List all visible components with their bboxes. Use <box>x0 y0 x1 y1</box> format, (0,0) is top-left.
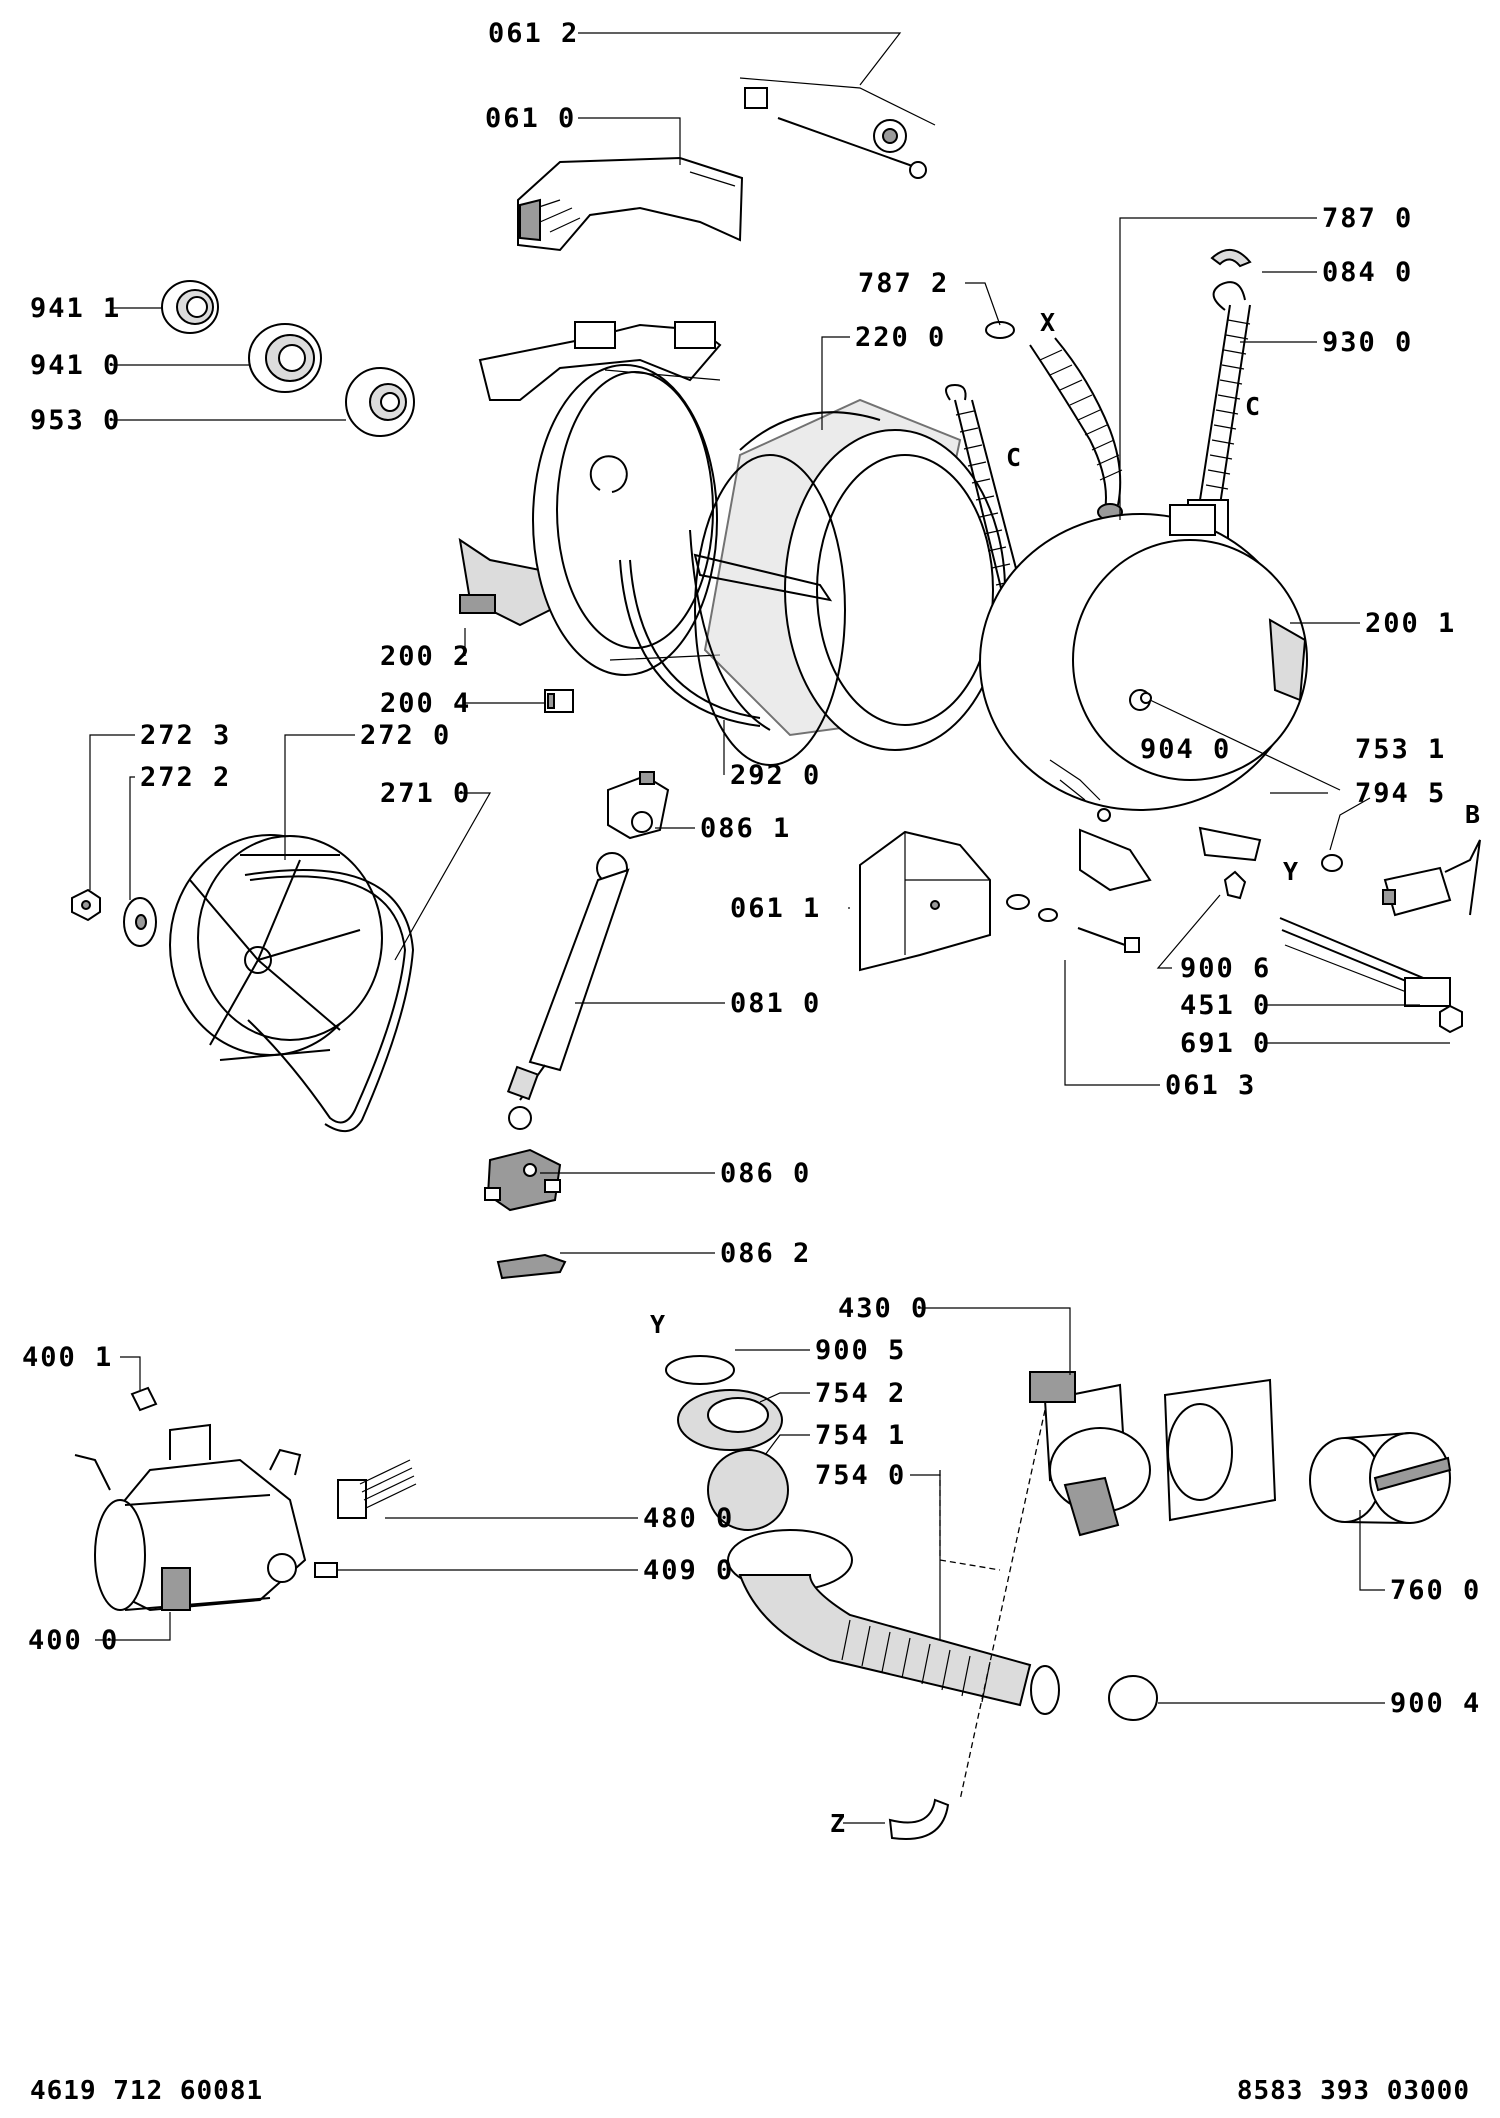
part-rear-tub-half <box>458 321 722 627</box>
part-shaft-seal <box>345 367 415 437</box>
part-drive-belt <box>244 869 415 1132</box>
part-front-tub-half <box>979 504 1308 892</box>
marker-x: X <box>1040 308 1057 337</box>
label-061-1: 061 1 <box>730 893 821 924</box>
label-930-0: 930 0 <box>1322 327 1413 358</box>
marker-c-right: C <box>1245 392 1262 421</box>
label-220-0: 220 0 <box>855 322 946 353</box>
label-200-4: 200 4 <box>380 688 471 719</box>
label-753-1: 753 1 <box>1355 734 1446 765</box>
part-small-block <box>544 689 574 713</box>
part-damper-mount-top <box>607 771 670 840</box>
part-bearing-small <box>161 280 219 334</box>
label-292-0: 292 0 <box>730 760 821 791</box>
label-084-0: 084 0 <box>1322 257 1413 288</box>
part-pump-filter <box>1309 1432 1452 1524</box>
footer-doc-code-right: 8583 393 03000 <box>1236 2076 1470 2106</box>
marker-b: B <box>1465 800 1482 829</box>
part-small-grommet <box>1321 854 1343 872</box>
label-409-0: 409 0 <box>643 1555 734 1586</box>
label-754-2: 754 2 <box>815 1378 906 1409</box>
part-ball-valve <box>707 1449 789 1531</box>
part-bracket-clip-rod <box>739 77 936 179</box>
label-272-3: 272 3 <box>140 720 231 751</box>
assembly-axis-line <box>939 1470 1001 1571</box>
label-200-1: 200 1 <box>1365 608 1456 639</box>
label-787-2: 787 2 <box>858 268 949 299</box>
label-754-1: 754 1 <box>815 1420 906 1451</box>
label-061-2: 061 2 <box>488 18 579 49</box>
part-motor-brushes <box>337 1459 417 1519</box>
label-941-1: 941 1 <box>30 293 121 324</box>
label-691-0: 691 0 <box>1180 1028 1271 1059</box>
label-953-0: 953 0 <box>30 405 121 436</box>
marker-y-upper: Y <box>1283 857 1300 886</box>
part-motor-terminal <box>314 1562 338 1578</box>
part-bearing-large <box>248 323 322 393</box>
label-086-2: 086 2 <box>720 1238 811 1269</box>
part-drum-pulley <box>169 834 383 1061</box>
part-front-counterweight <box>859 830 991 972</box>
part-spring-clip <box>1210 249 1252 268</box>
part-sump-hose <box>727 1529 1060 1715</box>
label-272-2: 272 2 <box>140 762 231 793</box>
detail-markers: X C C Y B Y Z <box>650 308 1482 1838</box>
label-760-0: 760 0 <box>1390 1575 1481 1606</box>
part-mounting-screw-set <box>1006 894 1140 953</box>
label-904-0: 904 0 <box>1140 734 1231 765</box>
part-pulley-nut <box>71 888 101 922</box>
label-451-0: 451 0 <box>1180 990 1271 1021</box>
part-connector-b <box>1382 839 1481 917</box>
label-900-4: 900 4 <box>1390 1688 1481 1719</box>
label-271-0: 271 0 <box>380 778 471 809</box>
part-shock-absorber <box>506 852 630 1130</box>
part-motor <box>74 1423 307 1612</box>
footer-doc-code-left: 4619 712 60081 <box>30 2076 264 2106</box>
label-480-0: 480 0 <box>643 1503 734 1534</box>
part-drum <box>689 398 1006 766</box>
part-spring-right <box>1187 281 1251 541</box>
label-086-1: 086 1 <box>700 813 791 844</box>
label-754-0: 754 0 <box>815 1460 906 1491</box>
part-pressure-bellows <box>1029 337 1123 521</box>
part-drain-pump <box>1029 1371 1277 1537</box>
part-heating-element <box>1279 917 1451 1007</box>
label-794-5: 794 5 <box>1355 778 1446 809</box>
label-061-0: 061 0 <box>485 103 576 134</box>
label-272-0: 272 0 <box>360 720 451 751</box>
label-430-0: 430 0 <box>838 1293 929 1324</box>
label-900-5: 900 5 <box>815 1335 906 1366</box>
label-787-0: 787 0 <box>1322 203 1413 234</box>
marker-z: Z <box>830 1809 847 1838</box>
part-pulley-washer <box>123 897 157 947</box>
part-front-bolt <box>1140 692 1341 791</box>
part-damper-mount-bottom <box>484 1148 562 1212</box>
label-941-0: 941 0 <box>30 350 121 381</box>
part-motor-bush <box>130 1386 158 1412</box>
part-tub-ring <box>532 364 721 676</box>
assembly-axis-line-2 <box>959 1409 1046 1801</box>
part-hose-clip-small <box>985 321 1015 339</box>
label-400-1: 400 1 <box>22 1342 113 1373</box>
part-damper-clip <box>496 1253 567 1280</box>
label-086-0: 086 0 <box>720 1158 811 1189</box>
part-counterweight <box>517 156 744 252</box>
part-drum-ring <box>619 559 761 727</box>
marker-c-left: C <box>1006 443 1023 472</box>
part-number-labels: 061 2 061 0 787 0 084 0 787 2 941 1 220 … <box>22 18 1481 1719</box>
label-200-2: 200 2 <box>380 641 471 672</box>
label-400-0: 400 0 <box>28 1625 119 1656</box>
leader-lines <box>89 32 1450 1824</box>
part-drain-elbow-z <box>888 1798 950 1840</box>
label-061-3: 061 3 <box>1165 1070 1256 1101</box>
part-hose-clamp-large <box>1108 1675 1158 1721</box>
label-900-6: 900 6 <box>1180 953 1271 984</box>
part-ntc-sensor <box>1439 1004 1463 1034</box>
part-hose-clamp <box>665 1355 735 1385</box>
marker-y-lower: Y <box>650 1310 667 1339</box>
part-wire-clip <box>1223 870 1247 900</box>
label-081-0: 081 0 <box>730 988 821 1019</box>
part-ball-valve-seat <box>677 1389 783 1451</box>
